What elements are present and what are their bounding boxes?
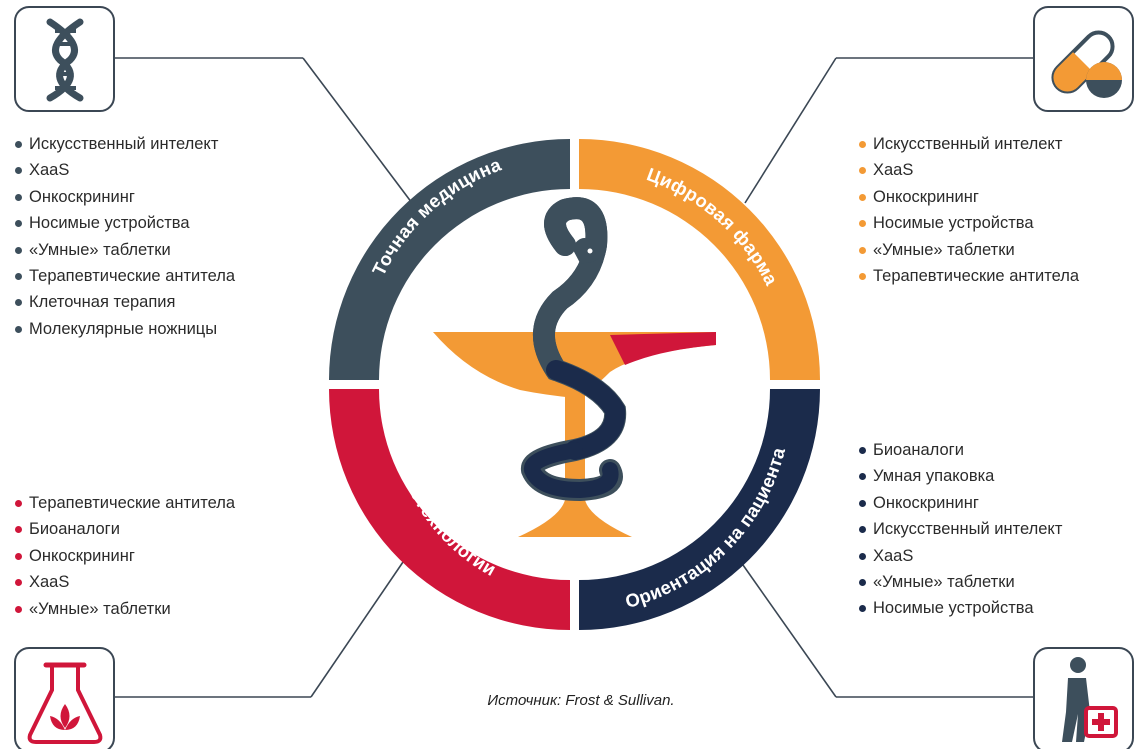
list-item: Искусственный интелект [859,131,1079,157]
list-item: Молекулярные ножницы [15,316,235,342]
list-item: Онкоскрининг [15,184,235,210]
connector-lines [114,57,1034,698]
list-item: Терапевтические антитела [859,263,1079,289]
list-item: Терапевтические антитела [15,263,235,289]
list-item: Онкоскрининг [859,184,1079,210]
list-item: «Умные» таблетки [15,237,235,263]
list-item: XaaS [859,543,1062,569]
list-item: «Умные» таблетки [15,596,235,622]
segment-top-left [329,139,570,380]
list-item: «Умные» таблетки [859,569,1062,595]
segment-bottom-right [579,389,820,630]
list-item: Носимые устройства [859,595,1062,621]
bowl-of-hygieia-icon [433,197,716,537]
list-item: Носимые устройства [859,210,1079,236]
patient-medkit-icon [1033,647,1134,749]
list-item: XaaS [15,157,235,183]
list-item: «Умные» таблетки [859,237,1079,263]
segment-bottom-left [329,389,570,630]
flask-flower-icon [14,647,115,749]
list-item: Искусственный интелект [859,516,1062,542]
list-item: Клеточная терапия [15,289,235,315]
list-item: Биоаналоги [15,516,235,542]
pill-capsule-icon [1033,6,1134,112]
list-item: Биоаналоги [859,437,1062,463]
list-item: Искусственный интелект [15,131,235,157]
list-item: Онкоскрининг [859,490,1062,516]
segment-top-right [579,139,820,380]
dna-icon [14,6,115,112]
list-item: Носимые устройства [15,210,235,236]
list-item: XaaS [15,569,235,595]
list-item: Умная упаковка [859,463,1062,489]
list-item: Терапевтические антитела [15,490,235,516]
source-caption: Источник: Frost & Sullivan. [487,692,675,709]
list-item: Онкоскрининг [15,543,235,569]
list-item: XaaS [859,157,1079,183]
